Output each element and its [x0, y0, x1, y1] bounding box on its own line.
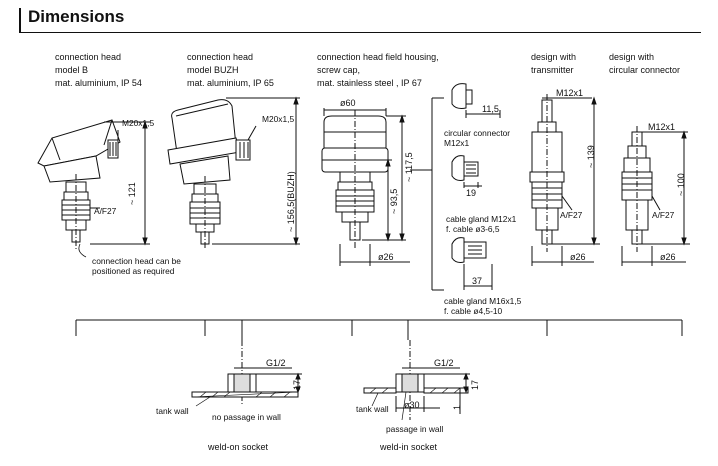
col1-note-line2: positioned as required	[92, 266, 175, 276]
weldon-passage-label: no passage in wall	[212, 412, 281, 422]
col1-wrench-size: A/F27	[94, 206, 117, 216]
col5-thread-label: M12x1	[648, 122, 676, 132]
weldon-wall-label: tank wall	[156, 406, 189, 416]
variant1-label-line1: circular connector	[444, 128, 511, 138]
weldin-thread-label: G1/2	[434, 358, 454, 368]
sensor-head-model-buzh	[167, 96, 300, 250]
sensor-transmitter-design	[529, 94, 600, 266]
variant2-label-line1: cable gland M12x1	[446, 214, 517, 224]
sensor-head-model-b	[37, 119, 150, 258]
header: Dimensions	[0, 0, 718, 34]
col4-diameter: ø26	[570, 252, 586, 262]
sensor-circular-connector-design	[621, 126, 690, 266]
col3-height-dimension-2: ~ 93,5	[389, 188, 399, 214]
col2-thread-label: M20x1,5	[262, 114, 295, 124]
variant3-dimension: 37	[472, 276, 483, 286]
col2-title-line3: mat. aluminium, IP 65	[187, 78, 274, 88]
col3-title-line1: connection head field housing,	[317, 52, 439, 62]
col2-height-dimension: ~ 156,5(BUZH)	[286, 171, 296, 232]
col5-title-line1: design with	[609, 52, 655, 62]
col5-height-dimension: ~ 100	[676, 173, 686, 196]
variant1-dimension: 11,5	[482, 104, 499, 114]
col1-title-line2: model B	[55, 65, 89, 75]
weld-in-socket-drawing	[363, 340, 470, 421]
variant1-label-line2: M12x1	[444, 138, 470, 148]
col3-height-dimension-1: ~ 117,5	[404, 152, 414, 182]
weld-in-socket-caption: weld-in socket	[380, 442, 438, 452]
col4-height-dimension: ~ 139	[586, 145, 596, 168]
col1-thread-label: M20x1,5	[122, 118, 155, 128]
sensor-field-housing	[321, 108, 410, 266]
socket-bracket	[75, 319, 683, 340]
col2-title-line1: connection head	[187, 52, 254, 62]
col5-wrench-size: A/F27	[652, 210, 675, 220]
col4-thread-label: M12x1	[556, 88, 584, 98]
variant3-label-line2: f. cable ø4,5-10	[444, 306, 503, 316]
col1-title-line1: connection head	[55, 52, 122, 62]
weldin-thickness: 1	[452, 404, 462, 410]
weldon-height-dimension: 17	[292, 379, 302, 390]
weldin-passage-label: passage in wall	[386, 424, 444, 434]
variant2-label-line2: f. cable ø3-6,5	[446, 224, 500, 234]
weldon-thread-label: G1/2	[266, 358, 286, 368]
weldin-diameter: ø30	[404, 400, 420, 410]
col3-bottom-diameter: ø26	[378, 252, 394, 262]
header-rule	[19, 32, 701, 33]
page-title: Dimensions	[28, 7, 125, 26]
col1-title-line3: mat. aluminium, IP 54	[55, 78, 142, 88]
weld-on-socket-caption: weld-on socket	[208, 442, 269, 452]
weld-on-socket-drawing	[191, 340, 302, 407]
weldin-wall-label: tank wall	[356, 404, 389, 414]
variant2-dimension: 19	[466, 188, 477, 198]
col4-title-line2: transmitter	[531, 65, 574, 75]
weldin-height-dimension: 17	[470, 379, 480, 390]
col1-height-dimension: ~ 121	[127, 182, 137, 205]
col2-title-line2: model BUZH	[187, 65, 239, 75]
col4-wrench-size: A/F27	[560, 210, 583, 220]
variant3-label-line1: cable gland M16x1,5	[444, 296, 522, 306]
col3-title-line3: mat. stainless steel , IP 67	[317, 78, 422, 88]
col4-title-line1: design with	[531, 52, 577, 62]
header-accent-bar	[19, 8, 21, 32]
housing-variants	[410, 83, 501, 291]
col3-top-diameter: ø60	[340, 98, 356, 108]
col3-title-line2: screw cap,	[317, 65, 361, 75]
col5-diameter: ø26	[660, 252, 676, 262]
col5-title-line2: circular connector	[609, 65, 681, 75]
col1-note-line1: connection head can be	[92, 256, 181, 266]
